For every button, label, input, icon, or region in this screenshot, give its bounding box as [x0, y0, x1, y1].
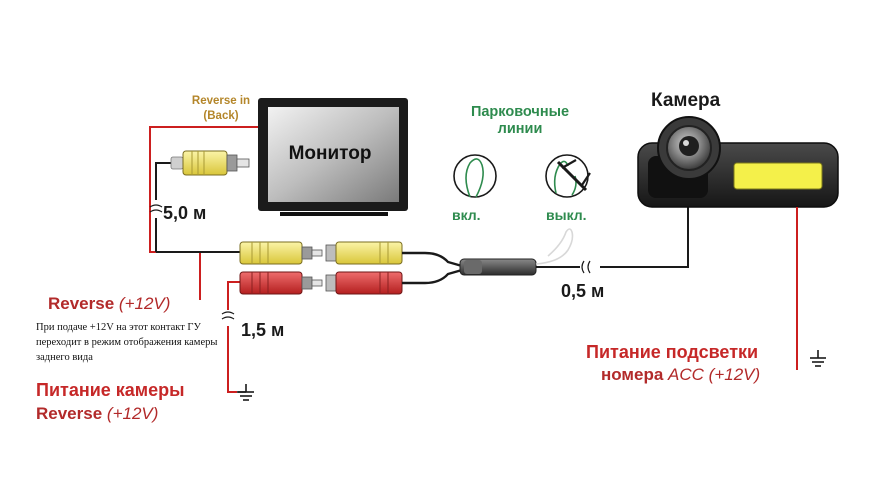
power-cable-length: 1,5 м	[241, 320, 285, 340]
video-cable-main	[155, 162, 172, 200]
camera-cable-length: 0,5 м	[561, 281, 605, 301]
reverse-in-wire	[149, 126, 268, 300]
video-rca-jack-right	[325, 241, 403, 265]
camera-power-reverse-label: Reverse (+12V)	[36, 404, 158, 424]
main-cable-length: 5,0 м	[163, 203, 207, 223]
merge-wire-bottom	[402, 268, 463, 285]
parking-lines-on-label: вкл.	[452, 207, 481, 223]
camera-cable-2	[600, 205, 689, 268]
power-cable-main	[227, 281, 240, 310]
parking-lines-title: Парковочные линии	[470, 104, 570, 137]
power-cable-lower	[227, 326, 237, 393]
cable-junction	[459, 258, 537, 276]
monitor-label: Монитор	[288, 143, 372, 164]
camera-device	[637, 116, 839, 208]
camera-label: Камера	[651, 90, 721, 111]
reverse-signal-name: Reverse	[48, 294, 115, 313]
monitor-video-rca-plug	[170, 150, 250, 176]
reverse-in-label: Reverse in (Back)	[191, 95, 251, 122]
power-rca-jack-right	[325, 271, 403, 295]
reverse-signal-voltage: (+12V)	[118, 294, 171, 313]
ground-symbol-icon	[237, 384, 254, 401]
parking-lines-loop-wire	[535, 228, 574, 265]
parking-lines-off-label: выкл.	[546, 207, 587, 223]
camera-power-reverse-name: Reverse	[36, 404, 103, 423]
plate-light-power-name: номера	[601, 365, 664, 384]
monitor-device	[258, 98, 408, 216]
plate-light-power-acc: ACC (+12V)	[668, 365, 761, 384]
wire-break-icon	[149, 204, 163, 213]
wire-loop-intact-icon	[453, 154, 497, 198]
reverse-note: При подаче +12V на этот контакт ГУ перех…	[36, 322, 218, 363]
camera-power-reverse-voltage: (+12V)	[106, 404, 159, 423]
merge-wire-top	[402, 251, 463, 268]
reverse-signal-label: Reverse (+12V)	[48, 294, 170, 314]
wire-break-icon	[221, 311, 235, 320]
ground-symbol-icon	[810, 350, 826, 367]
camera-power-label: Питание камеры	[36, 380, 185, 400]
wire-break-icon	[581, 260, 591, 274]
wire-loop-cut-icon	[545, 154, 591, 198]
plate-light-power-title: Питание подсветки	[586, 342, 759, 362]
power-rca-plug-left	[239, 271, 323, 295]
video-rca-plug-left	[239, 241, 323, 265]
plate-light-power-acc-label: номера ACC (+12V)	[601, 365, 760, 385]
